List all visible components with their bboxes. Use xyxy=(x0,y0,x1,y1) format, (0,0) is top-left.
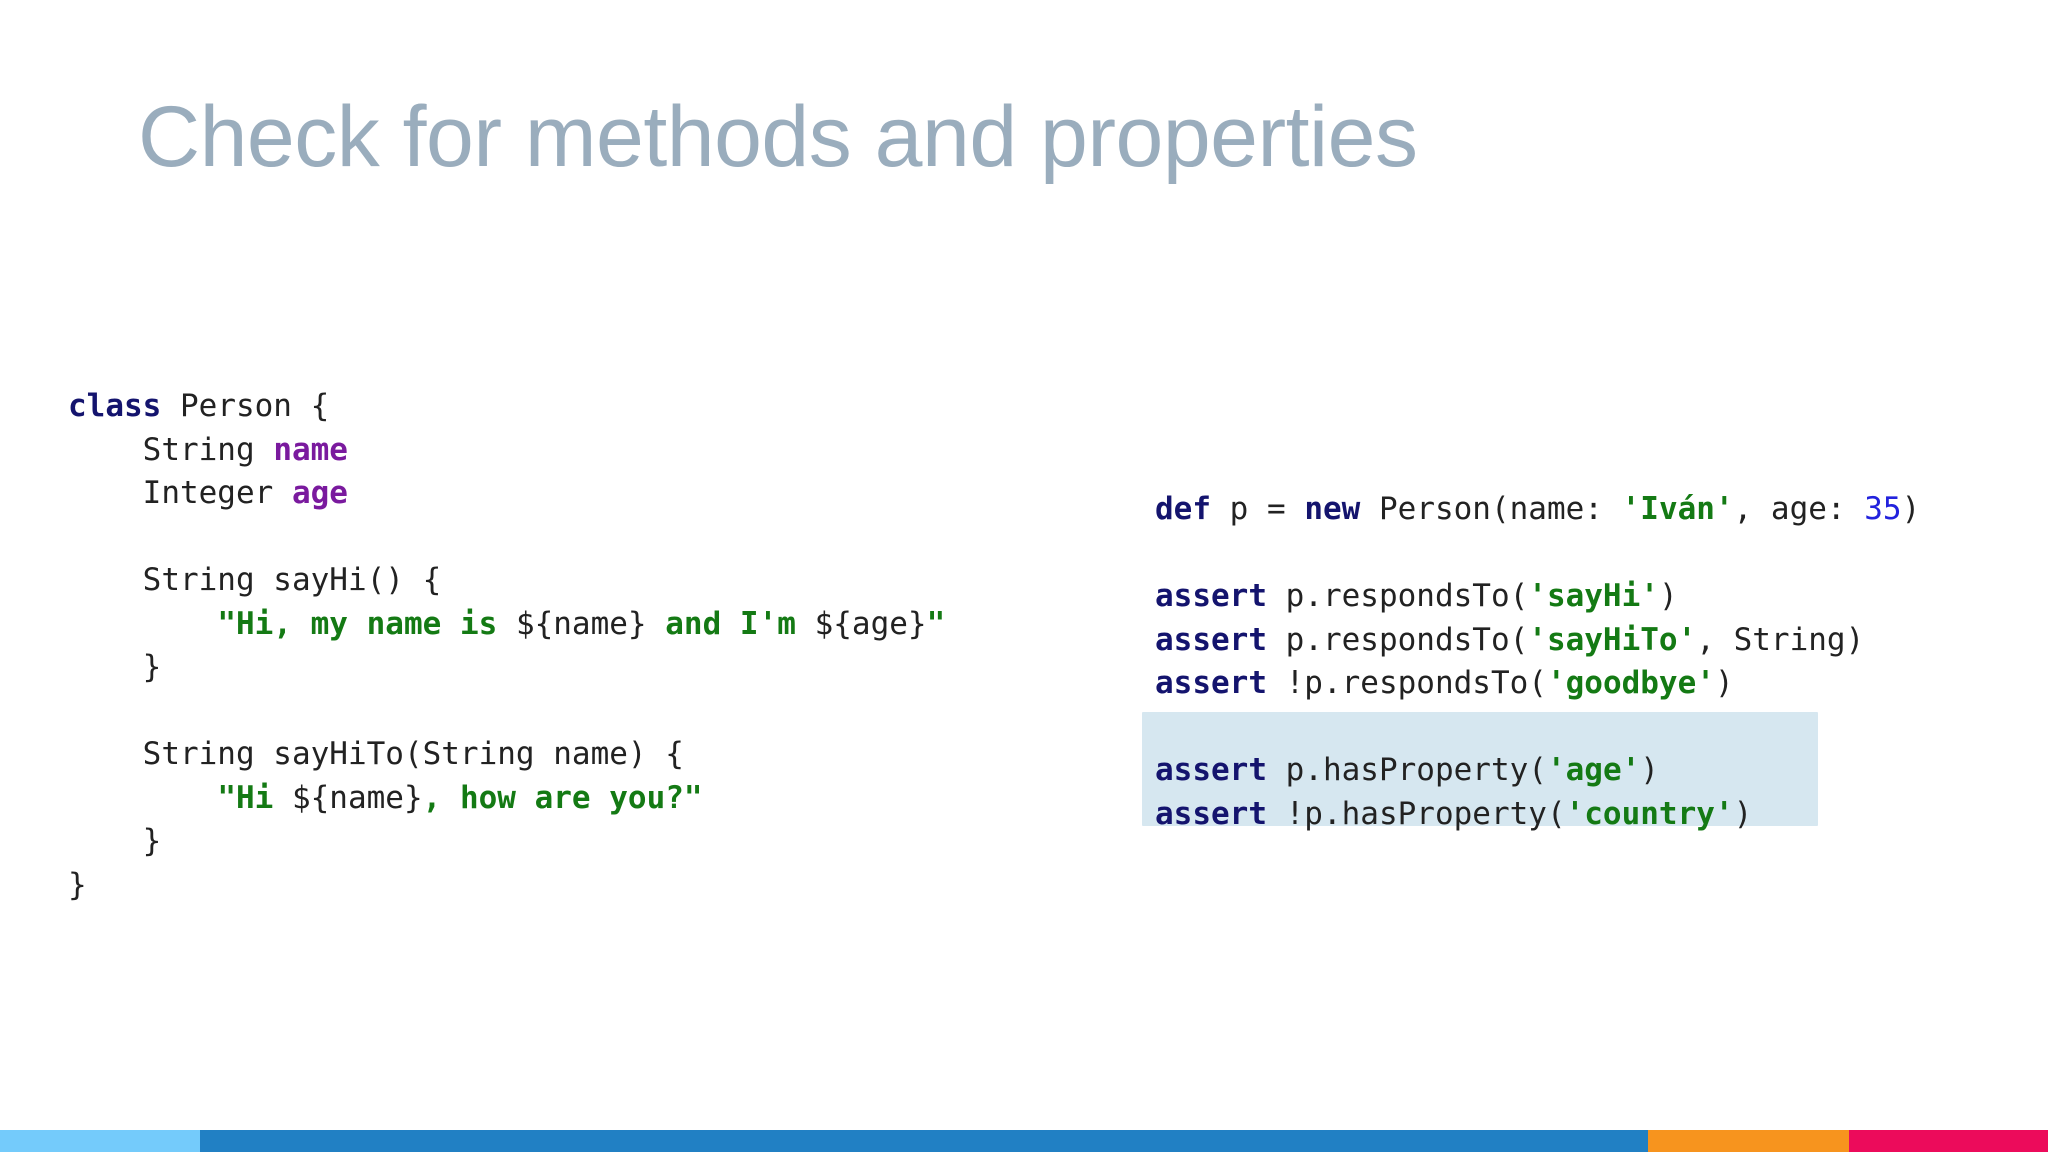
code-token-plain: } xyxy=(68,649,162,685)
code-line: "Hi, my name is ${name} and I'm ${age}" xyxy=(68,603,945,647)
code-token-keyword: assert xyxy=(1155,621,1267,658)
code-token-plain: ) xyxy=(1658,578,1678,614)
code-token-string: 'sayHiTo' xyxy=(1528,621,1697,658)
code-line: assert !p.respondsTo('goodbye') xyxy=(1155,662,1920,706)
code-token-string: 'country' xyxy=(1565,795,1734,832)
code-token-plain: } xyxy=(68,866,87,903)
code-token-plain xyxy=(68,606,217,642)
code-line xyxy=(68,690,945,734)
code-token-keyword: assert xyxy=(1155,795,1267,832)
code-line: def p = new Person(name: 'Iván', age: 35… xyxy=(1155,488,1920,532)
code-highlight-box xyxy=(1142,712,1818,826)
code-token-plain: ${name} xyxy=(291,779,423,816)
code-token-plain: Integer xyxy=(68,475,292,511)
code-line: assert !p.hasProperty('country') xyxy=(1155,793,1920,837)
code-token-string: 'goodbye' xyxy=(1546,665,1715,701)
code-token-plain: ${age} xyxy=(814,605,927,642)
code-token-plain: ${name} xyxy=(515,605,647,642)
code-token-plain: p = xyxy=(1211,491,1305,527)
code-line: Integer age xyxy=(68,472,945,516)
code-token-keyword: new xyxy=(1304,491,1361,527)
code-token-keyword: assert xyxy=(1155,752,1267,788)
code-token-string: "Hi xyxy=(217,779,292,816)
code-line: assert p.respondsTo('sayHiTo', String) xyxy=(1155,619,1920,663)
code-token-string: 'sayHi' xyxy=(1528,578,1659,614)
code-token-plain: p.respondsTo( xyxy=(1266,578,1529,614)
code-token-string: , how are you?" xyxy=(422,779,703,816)
code-token-plain: , age: xyxy=(1733,491,1865,527)
code-token-plain xyxy=(68,780,217,816)
code-token-plain: String xyxy=(68,431,274,468)
code-token-plain: } xyxy=(68,823,162,859)
code-line: String sayHiTo(String name) { xyxy=(68,733,945,777)
code-line: class Person { xyxy=(68,385,945,429)
code-token-plain: p.respondsTo( xyxy=(1266,621,1529,658)
code-token-keyword: assert xyxy=(1155,578,1267,614)
code-token-plain: p.hasProperty( xyxy=(1266,752,1547,788)
code-token-keyword: def xyxy=(1155,491,1211,527)
code-line: String sayHi() { xyxy=(68,559,945,603)
code-token-keyword: class xyxy=(68,388,162,424)
code-token-keyword: assert xyxy=(1155,665,1267,701)
code-token-plain: Person { xyxy=(161,388,330,424)
bottom-bar-segment-orange xyxy=(1648,1130,1849,1152)
code-line: } xyxy=(68,820,945,864)
code-line xyxy=(1155,532,1920,576)
code-token-string: 'age' xyxy=(1546,752,1641,788)
code-token-plain: ) xyxy=(1901,491,1921,527)
code-token-string: " xyxy=(926,605,946,642)
bottom-bar-segment-pink xyxy=(1849,1130,2048,1152)
code-token-field: name xyxy=(273,431,348,468)
code-line: String name xyxy=(68,429,945,473)
code-token-number: 35 xyxy=(1864,491,1902,527)
code-token-plain: ) xyxy=(1714,665,1734,701)
code-token-plain: ) xyxy=(1733,795,1753,832)
bottom-color-bar xyxy=(0,1130,2048,1152)
code-line: } xyxy=(68,646,945,690)
code-line: } xyxy=(68,864,945,908)
code-line: assert p.hasProperty('age') xyxy=(1155,749,1920,793)
code-token-string: and I'm xyxy=(646,605,815,642)
bottom-bar-segment-light-blue xyxy=(0,1130,200,1152)
code-line: "Hi ${name}, how are you?" xyxy=(68,777,945,821)
code-line: assert p.respondsTo('sayHi') xyxy=(1155,575,1920,619)
code-token-plain: !p.hasProperty( xyxy=(1266,795,1566,832)
bottom-bar-segment-blue xyxy=(200,1130,1648,1152)
code-token-string: "Hi, my name is xyxy=(217,605,516,642)
code-token-plain: ) xyxy=(1640,752,1659,788)
code-token-plain: String sayHiTo(String name) { xyxy=(68,736,684,772)
page-title: Check for methods and properties xyxy=(138,89,1418,185)
code-line xyxy=(1155,706,1920,750)
code-token-plain: , String) xyxy=(1696,621,1865,658)
code-block-class-definition: class Person { String name Integer age S… xyxy=(68,385,945,907)
code-token-plain: Person(name: xyxy=(1360,491,1622,527)
code-token-plain: !p.respondsTo( xyxy=(1266,665,1547,701)
code-block-assertions: def p = new Person(name: 'Iván', age: 35… xyxy=(1155,488,1920,836)
code-token-field: age xyxy=(291,475,348,511)
code-token-plain: String sayHi() { xyxy=(68,562,442,598)
code-line xyxy=(68,516,945,560)
code-token-string: 'Iván' xyxy=(1621,491,1734,527)
